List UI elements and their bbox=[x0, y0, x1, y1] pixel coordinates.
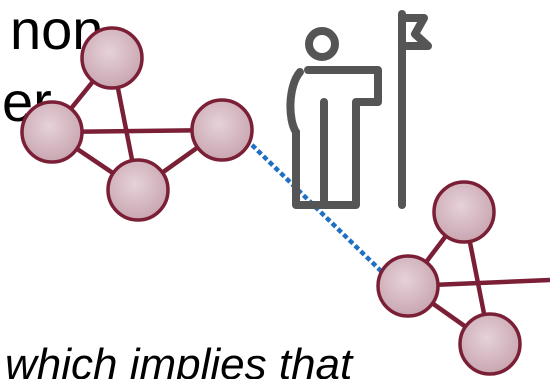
left-network-nodes bbox=[20, 26, 254, 222]
node-left bbox=[20, 100, 84, 164]
slide-text-line-3: which implies that bbox=[5, 340, 353, 379]
node-bottom bbox=[106, 158, 170, 222]
right-network-nodes bbox=[376, 180, 522, 376]
person-with-flag-icon bbox=[286, 10, 432, 209]
node-right bbox=[190, 98, 254, 162]
node-left bbox=[376, 254, 440, 318]
node-top bbox=[432, 180, 496, 244]
node-top bbox=[80, 26, 144, 90]
node-bottom bbox=[458, 312, 522, 376]
